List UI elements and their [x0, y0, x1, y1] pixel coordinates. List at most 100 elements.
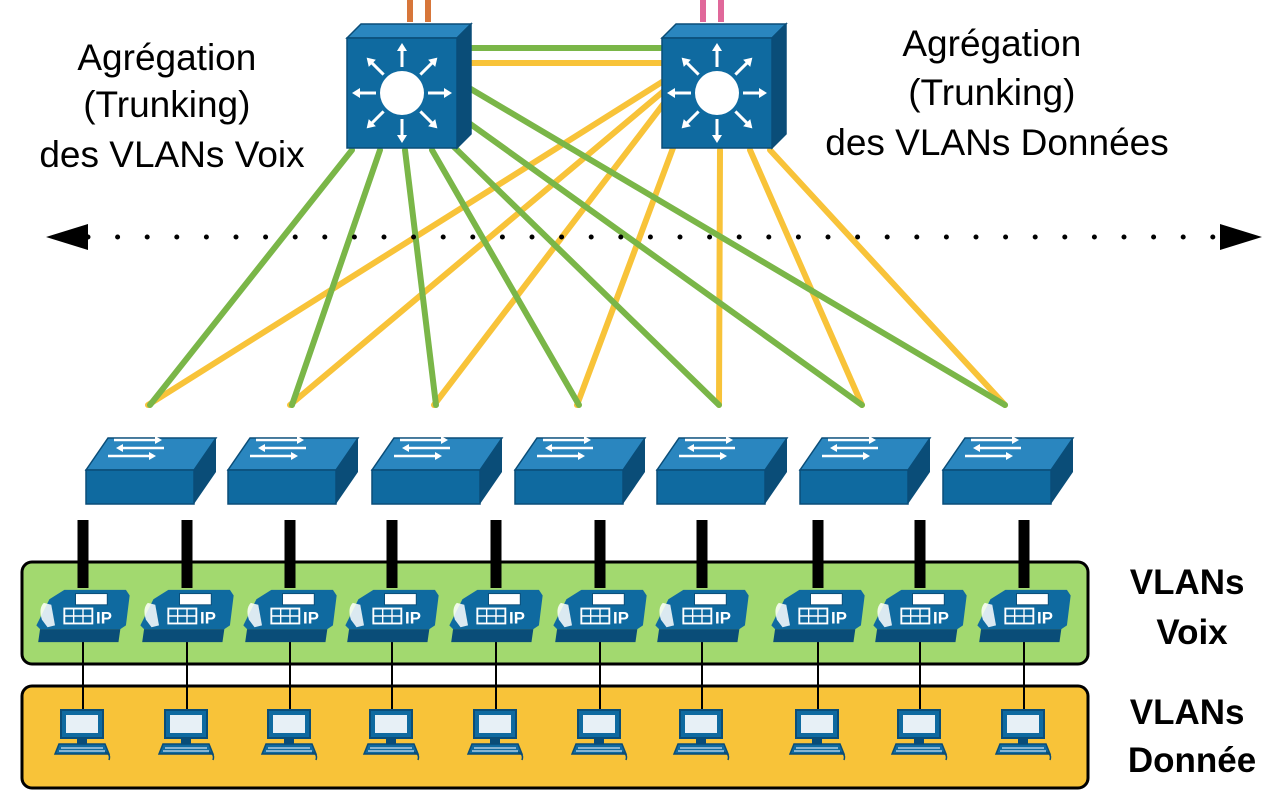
switch-side-face: [336, 438, 358, 504]
switch-lane-arrowhead: [584, 436, 591, 444]
switch-top-face: [660, 23, 788, 39]
switch-arrow-head: [428, 119, 438, 129]
switch-lane-arrowhead: [116, 444, 123, 452]
switch-lane-arrowhead: [402, 444, 409, 452]
voice-vlan-label: VLANs Voix: [1130, 563, 1254, 652]
switch-arrow-head: [743, 119, 753, 129]
switch-lane-arrowhead: [687, 444, 694, 452]
switch-front-face: [227, 469, 337, 505]
voice-trunk-link: [429, 147, 582, 408]
workstation-icon: [467, 709, 524, 761]
switch-front-face: [656, 469, 766, 505]
right-aggregation-label: Agrégation (Trunking) des VLANs Données: [825, 23, 1168, 163]
voice-trunk-link: [402, 147, 439, 408]
switch-lane-arrowhead: [1012, 436, 1019, 444]
switch-arrow-head: [366, 57, 376, 67]
workstation-icon: [158, 709, 215, 761]
voice-trunk-link: [461, 82, 1008, 408]
switch-side-face: [456, 22, 472, 150]
workstation-icon: [261, 709, 318, 761]
workstation-icon: [363, 709, 420, 761]
switch-side-face: [194, 438, 216, 504]
workstation-icon: [54, 709, 111, 761]
core-uplinks: [407, 0, 724, 22]
double-headed-arrow-icon: [46, 224, 1262, 250]
switch-lane-arrowhead: [435, 452, 442, 460]
switch-lane-arrowhead: [720, 452, 727, 460]
voice-trunk-link: [289, 147, 383, 408]
switch-arrow-head: [352, 88, 360, 98]
switch-arrow-head: [681, 57, 691, 67]
workstation-icon: [571, 709, 628, 761]
workgroup-switch-icon: [655, 436, 789, 505]
data-trunk-link: [145, 79, 665, 408]
switch-side-face: [623, 438, 645, 504]
workgroup-switch-icon: [798, 436, 932, 505]
workgroup-switch-icon: [513, 436, 647, 505]
switch-hub: [380, 71, 424, 115]
workgroup-switch-icon: [941, 436, 1075, 505]
data-trunk-link: [767, 147, 1008, 408]
switch-arrow-head: [428, 57, 438, 67]
switch-arrow-head: [759, 88, 767, 98]
switch-lane-arrowhead: [863, 452, 870, 460]
switch-arrow-head: [366, 119, 376, 129]
switch-arrow-head: [681, 119, 691, 129]
switch-hub: [695, 71, 739, 115]
switch-lane-arrowhead: [149, 452, 156, 460]
switch-lane-arrowhead: [830, 444, 837, 452]
workstation-icon: [891, 709, 948, 761]
switch-lane-arrowhead: [155, 436, 162, 444]
switch-side-face: [765, 438, 787, 504]
switch-lane-arrowhead: [973, 444, 980, 452]
switch-lane-arrowhead: [1006, 452, 1013, 460]
switch-lane-arrowhead: [578, 452, 585, 460]
workgroup-switch-icon: [84, 436, 218, 505]
arrow-head-right: [1220, 224, 1262, 250]
data-trunk-link: [287, 87, 668, 408]
workgroup-switch-icon: [370, 436, 504, 505]
voice-trunk-link: [449, 142, 722, 408]
data-trunk-link: [747, 147, 865, 408]
switch-arrow-head: [712, 135, 722, 143]
switch-side-face: [771, 22, 787, 150]
switch-side-face: [480, 438, 502, 504]
workgroup-switch-icon: [226, 436, 360, 505]
switch-arrow-head: [667, 88, 675, 98]
voice-trunk-link: [459, 115, 865, 408]
data-trunk-link: [574, 137, 679, 408]
switch-lane-arrowhead: [441, 436, 448, 444]
switch-top-face: [345, 23, 473, 39]
switch-side-face: [1051, 438, 1073, 504]
switch-arrow-head: [712, 43, 722, 51]
workstation-icon: [789, 709, 846, 761]
switch-arrow-head: [397, 135, 407, 143]
switch-lane-arrowhead: [297, 436, 304, 444]
workstation-icon: [673, 709, 730, 761]
switch-arrow-head: [397, 43, 407, 51]
switch-front-face: [942, 469, 1052, 505]
switch-front-face: [85, 469, 195, 505]
switch-lane-arrowhead: [545, 444, 552, 452]
layer3-switch-icon: [660, 22, 788, 150]
switch-front-face: [799, 469, 909, 505]
trunk-links: [145, 45, 1008, 408]
data-vlan-label: VLANs Donnée: [1128, 693, 1256, 780]
switch-lane-arrowhead: [726, 436, 733, 444]
switch-lane-arrowhead: [258, 444, 265, 452]
access-switches: [84, 436, 1075, 505]
switch-side-face: [908, 438, 930, 504]
switch-front-face: [514, 469, 624, 505]
switch-arrow-head: [743, 57, 753, 67]
layer3-switch-icon: [345, 22, 473, 150]
switch-arrow-head: [444, 88, 452, 98]
voice-trunk-link: [147, 147, 355, 408]
switch-lane-arrowhead: [291, 452, 298, 460]
data-trunk-link: [716, 147, 723, 408]
left-aggregation-label: Agrégation (Trunking) des VLANs Voix: [39, 37, 305, 175]
arrow-head-left: [46, 224, 88, 250]
core-switches: [345, 22, 788, 150]
workstation-icon: [995, 709, 1052, 761]
data-trunk-link: [431, 95, 671, 408]
